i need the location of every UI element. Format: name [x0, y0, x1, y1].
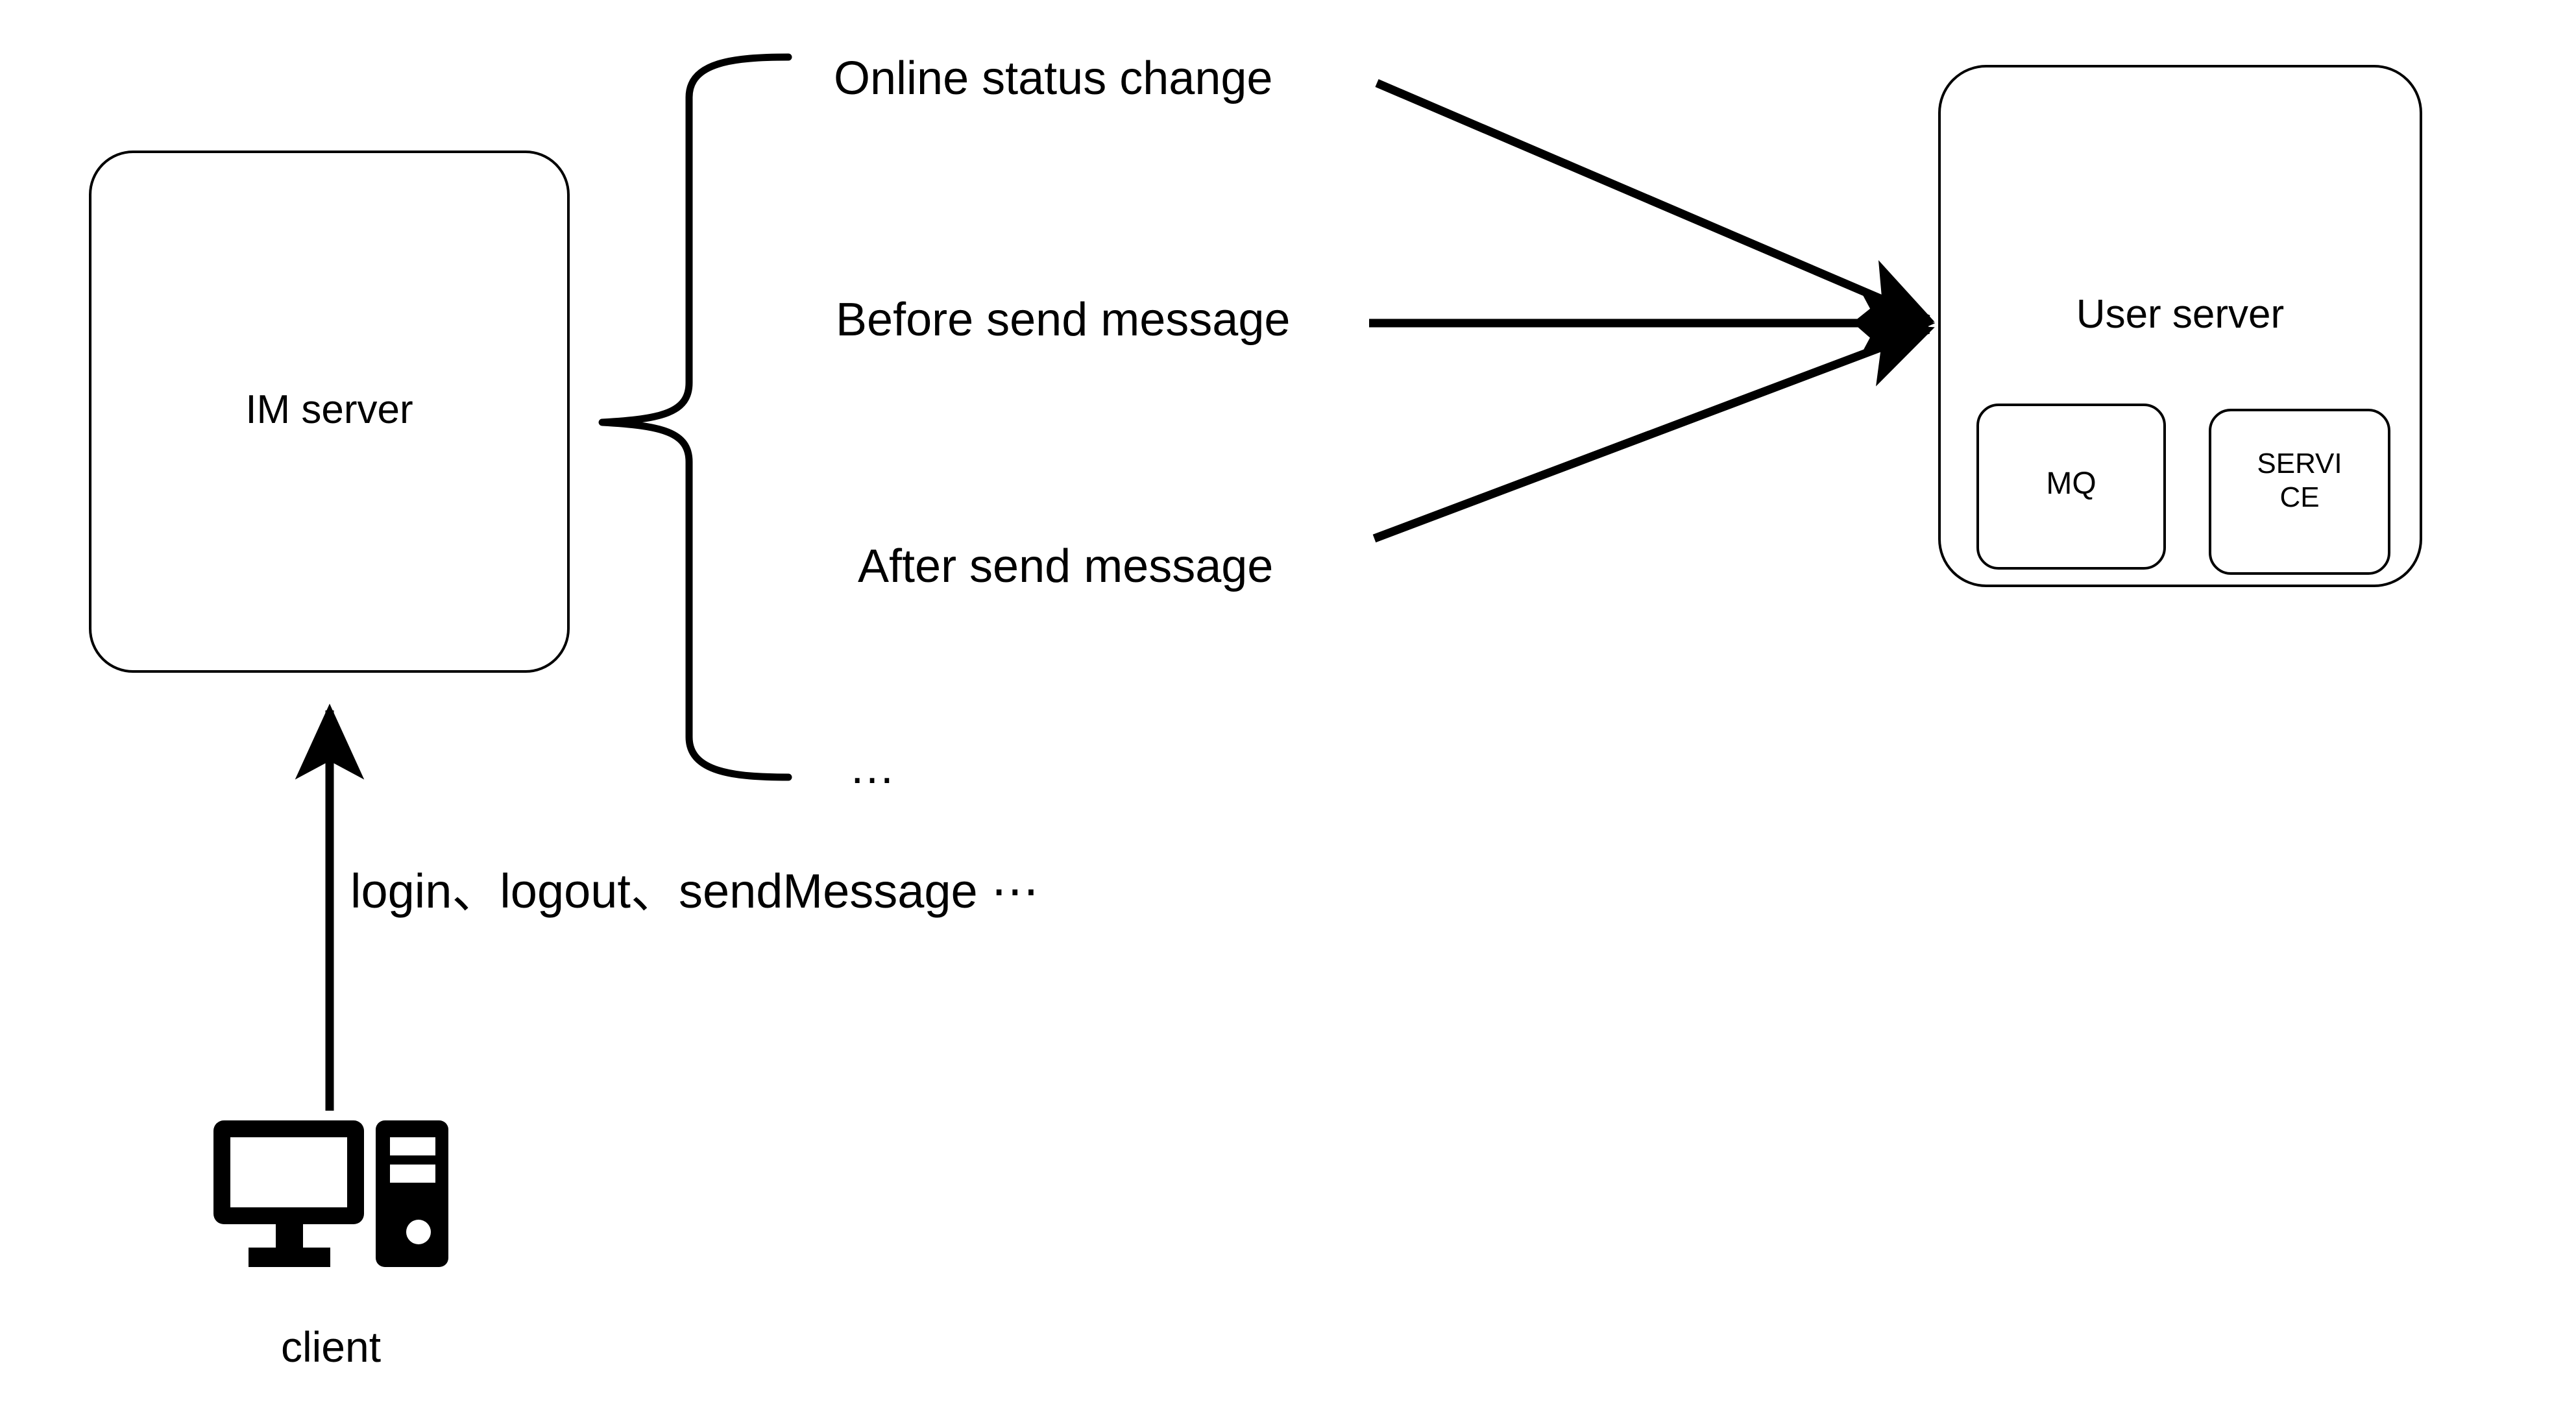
monitor-screen-icon — [230, 1137, 347, 1207]
tower-slot-top-icon — [390, 1137, 435, 1155]
node-user-server-service-label: SERVI CE — [2257, 448, 2342, 513]
monitor-neck-icon — [276, 1224, 303, 1249]
connector-after-send-message — [1372, 321, 1935, 543]
monitor-base-icon — [249, 1248, 330, 1267]
node-user-server-mq-label: MQ — [2046, 466, 2096, 501]
node-im-server-label: IM server — [245, 387, 413, 432]
flow-label-online-status-change: Online status change — [834, 53, 1273, 104]
curly-brace-icon — [598, 53, 792, 781]
connector-online-status-change — [1375, 79, 1935, 324]
client-label: client — [280, 1323, 382, 1371]
flow-label-after-send-message: After send message — [858, 540, 1274, 592]
tower-power-button-icon — [406, 1220, 431, 1244]
flow-label-ellipsis: … — [849, 742, 895, 793]
node-im-server[interactable] — [89, 151, 570, 673]
node-user-server-mq[interactable] — [1976, 404, 2166, 570]
node-user-server-service[interactable] — [2209, 409, 2390, 575]
node-user-server-label: User server — [2076, 292, 2285, 337]
desktop-computer-icon — [213, 1120, 448, 1267]
flow-label-before-send-message: Before send message — [836, 294, 1291, 346]
tower-slot-bottom-icon — [390, 1165, 435, 1183]
client-icon-wrapper[interactable] — [211, 1118, 451, 1274]
client-flow-label: login、logout、sendMessage ⋯ — [350, 864, 1039, 918]
